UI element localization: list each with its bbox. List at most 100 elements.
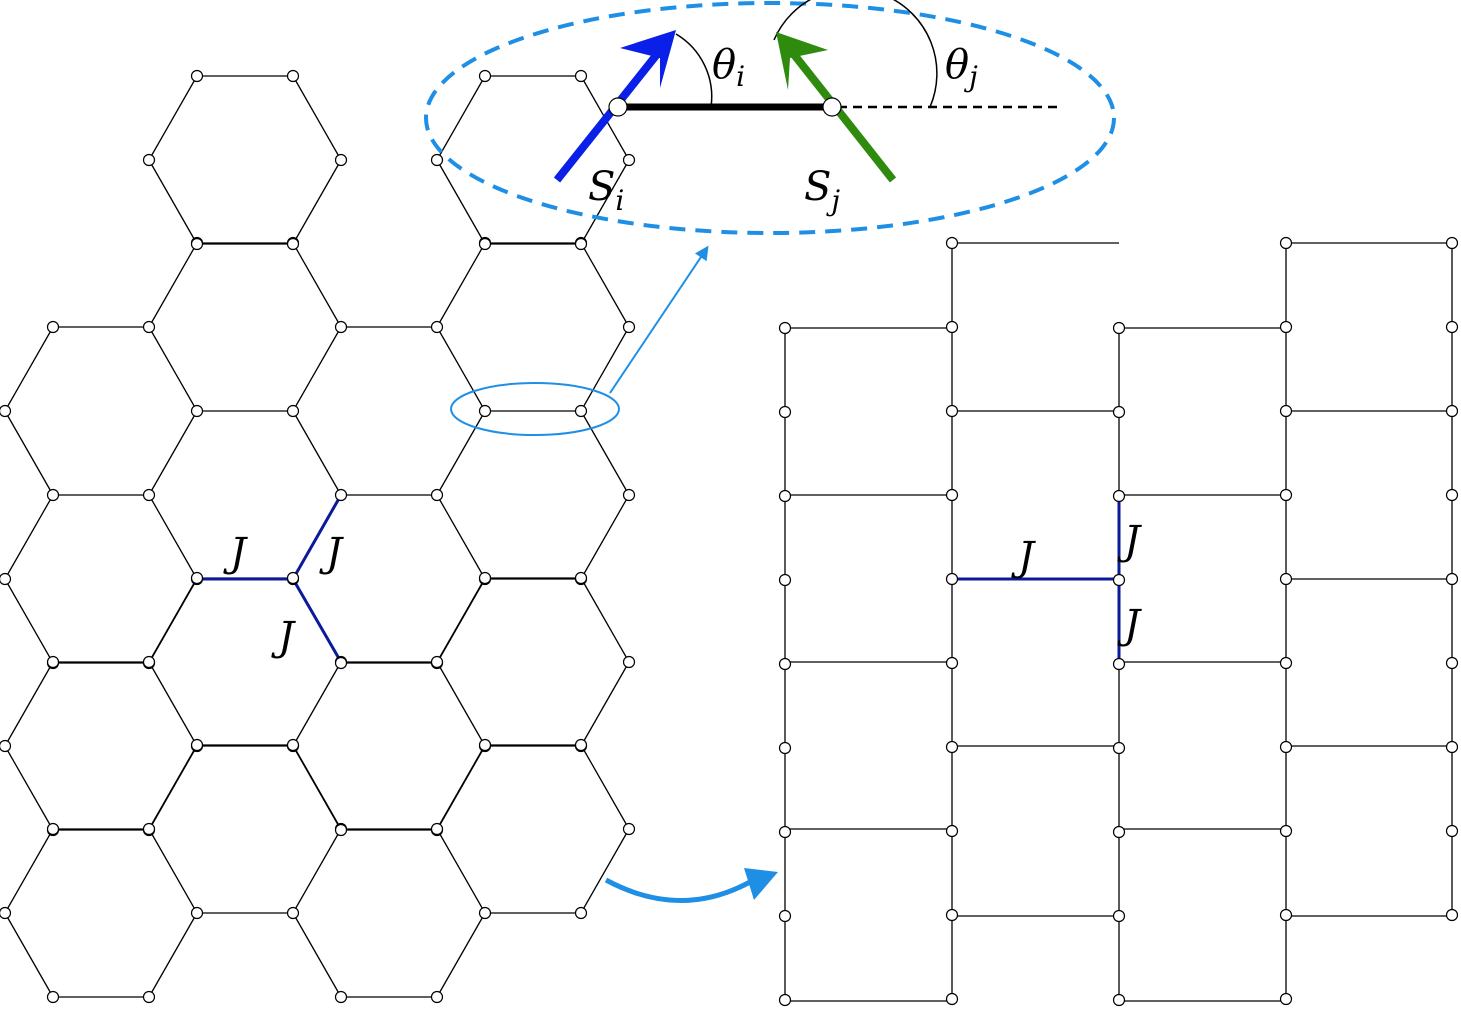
honeycomb-site: [142, 488, 156, 502]
brickwall-j-label-horizontal: J: [1011, 534, 1036, 580]
brickwall-site: [1445, 404, 1459, 418]
honeycomb-j-label-left: J: [223, 530, 248, 576]
honeycomb-site: [334, 320, 348, 334]
honeycomb-site: [478, 906, 492, 920]
brickwall-site: [1279, 824, 1293, 838]
brickwall-site: [945, 740, 959, 754]
angle-j-label: θj: [945, 42, 978, 93]
brickwall-site: [1279, 992, 1293, 1006]
honeycomb-bond: [148, 828, 198, 914]
inset-dashed-ellipse: [424, 1, 1116, 235]
brickwall-site: [1112, 573, 1126, 587]
honeycomb-bond: [148, 159, 198, 245]
honeycomb-bond: [436, 242, 486, 328]
honeycomb-site: [46, 320, 60, 334]
honeycomb-bond: [436, 326, 486, 412]
honeycomb-bond: [4, 578, 54, 664]
honeycomb-coupling-bond: [291, 494, 343, 580]
brickwall-site: [1445, 572, 1459, 586]
honeycomb-site: [334, 823, 348, 837]
honeycomb-site: [142, 822, 156, 836]
honeycomb-site: [478, 237, 492, 251]
honeycomb-bond: [4, 494, 54, 580]
honeycomb-bond: [148, 912, 198, 998]
honeycomb-site: [430, 153, 444, 167]
brickwall-site: [1112, 741, 1126, 755]
honeycomb-site: [190, 237, 204, 251]
honeycomb-bond: [4, 912, 54, 998]
honeycomb-site: [46, 655, 60, 669]
honeycomb-bond: [292, 912, 342, 998]
honeycomb-bond: [436, 661, 486, 747]
brickwall-site: [1112, 993, 1126, 1007]
honeycomb-site: [478, 69, 492, 83]
brickwall-site: [1445, 824, 1459, 838]
honeycomb-j-label-upper: J: [319, 530, 344, 576]
spin-i-label: Si: [588, 164, 624, 217]
honeycomb-bond: [580, 494, 630, 580]
honeycomb-site: [622, 822, 636, 836]
honeycomb-site: [334, 153, 348, 167]
honeycomb-bond: [436, 410, 486, 496]
honeycomb-bond: [4, 661, 54, 747]
angle-arc-j: [773, 0, 938, 108]
honeycomb-site: [286, 906, 300, 920]
honeycomb-bond: [292, 326, 342, 412]
brickwall-site: [1279, 236, 1293, 250]
honeycomb-site: [430, 990, 444, 1004]
brickwall-lattice: [778, 236, 1459, 1007]
spin-j-arrow: [776, 32, 897, 183]
honeycomb-bond: [148, 242, 198, 328]
honeycomb-bond: [436, 159, 486, 245]
angle-arc-i: [675, 33, 713, 108]
honeycomb-site: [334, 488, 348, 502]
honeycomb-bond: [292, 75, 342, 161]
honeycomb-site: [286, 237, 300, 251]
honeycomb-site: [286, 571, 300, 585]
honeycomb-bond: [580, 661, 630, 747]
brickwall-site: [1279, 740, 1293, 754]
brickwall-coupling-bonds: [952, 495, 1121, 662]
honeycomb-site: [574, 906, 588, 920]
honeycomb-bond: [580, 242, 630, 328]
brickwall-site: [1445, 656, 1459, 670]
honeycomb-site: [478, 571, 492, 585]
honeycomb-bond: [292, 410, 342, 496]
honeycomb-site: [46, 990, 60, 1004]
brickwall-j-label-upper: J: [1117, 518, 1142, 564]
brickwall-site: [945, 320, 959, 334]
honeycomb-bond: [148, 410, 198, 496]
brickwall-site: [778, 405, 792, 419]
honeycomb-bond: [436, 744, 486, 830]
honeycomb-coupling-labels: J J J: [223, 530, 344, 660]
honeycomb-bond: [580, 577, 630, 663]
highlight-ellipse: [450, 382, 620, 436]
brickwall-site: [945, 572, 959, 586]
honeycomb-bond: [580, 828, 630, 914]
honeycomb-bond: [436, 912, 486, 998]
brickwall-site: [1445, 740, 1459, 754]
brickwall-site: [1279, 572, 1293, 586]
honeycomb-site: [622, 655, 636, 669]
brickwall-site: [1445, 320, 1459, 334]
brickwall-site: [1112, 489, 1126, 503]
spin-i-arrow: [553, 30, 676, 183]
honeycomb-site: [430, 320, 444, 334]
honeycomb-bond: [292, 661, 342, 747]
honeycomb-bond: [580, 159, 630, 245]
honeycomb-bond: [4, 828, 54, 914]
honeycomb-site: [574, 571, 588, 585]
brickwall-site: [1445, 908, 1459, 922]
honeycomb-site: [622, 488, 636, 502]
honeycomb-site: [190, 906, 204, 920]
brickwall-site: [945, 992, 959, 1006]
honeycomb-sites: [0, 69, 636, 1004]
honeycomb-site: [142, 320, 156, 334]
honeycomb-bond: [148, 577, 198, 663]
brickwall-site: [1112, 825, 1126, 839]
brickwall-j-label-lower: J: [1117, 602, 1142, 648]
honeycomb-site: [46, 488, 60, 502]
brickwall-site: [1279, 320, 1293, 334]
brickwall-site: [778, 657, 792, 671]
